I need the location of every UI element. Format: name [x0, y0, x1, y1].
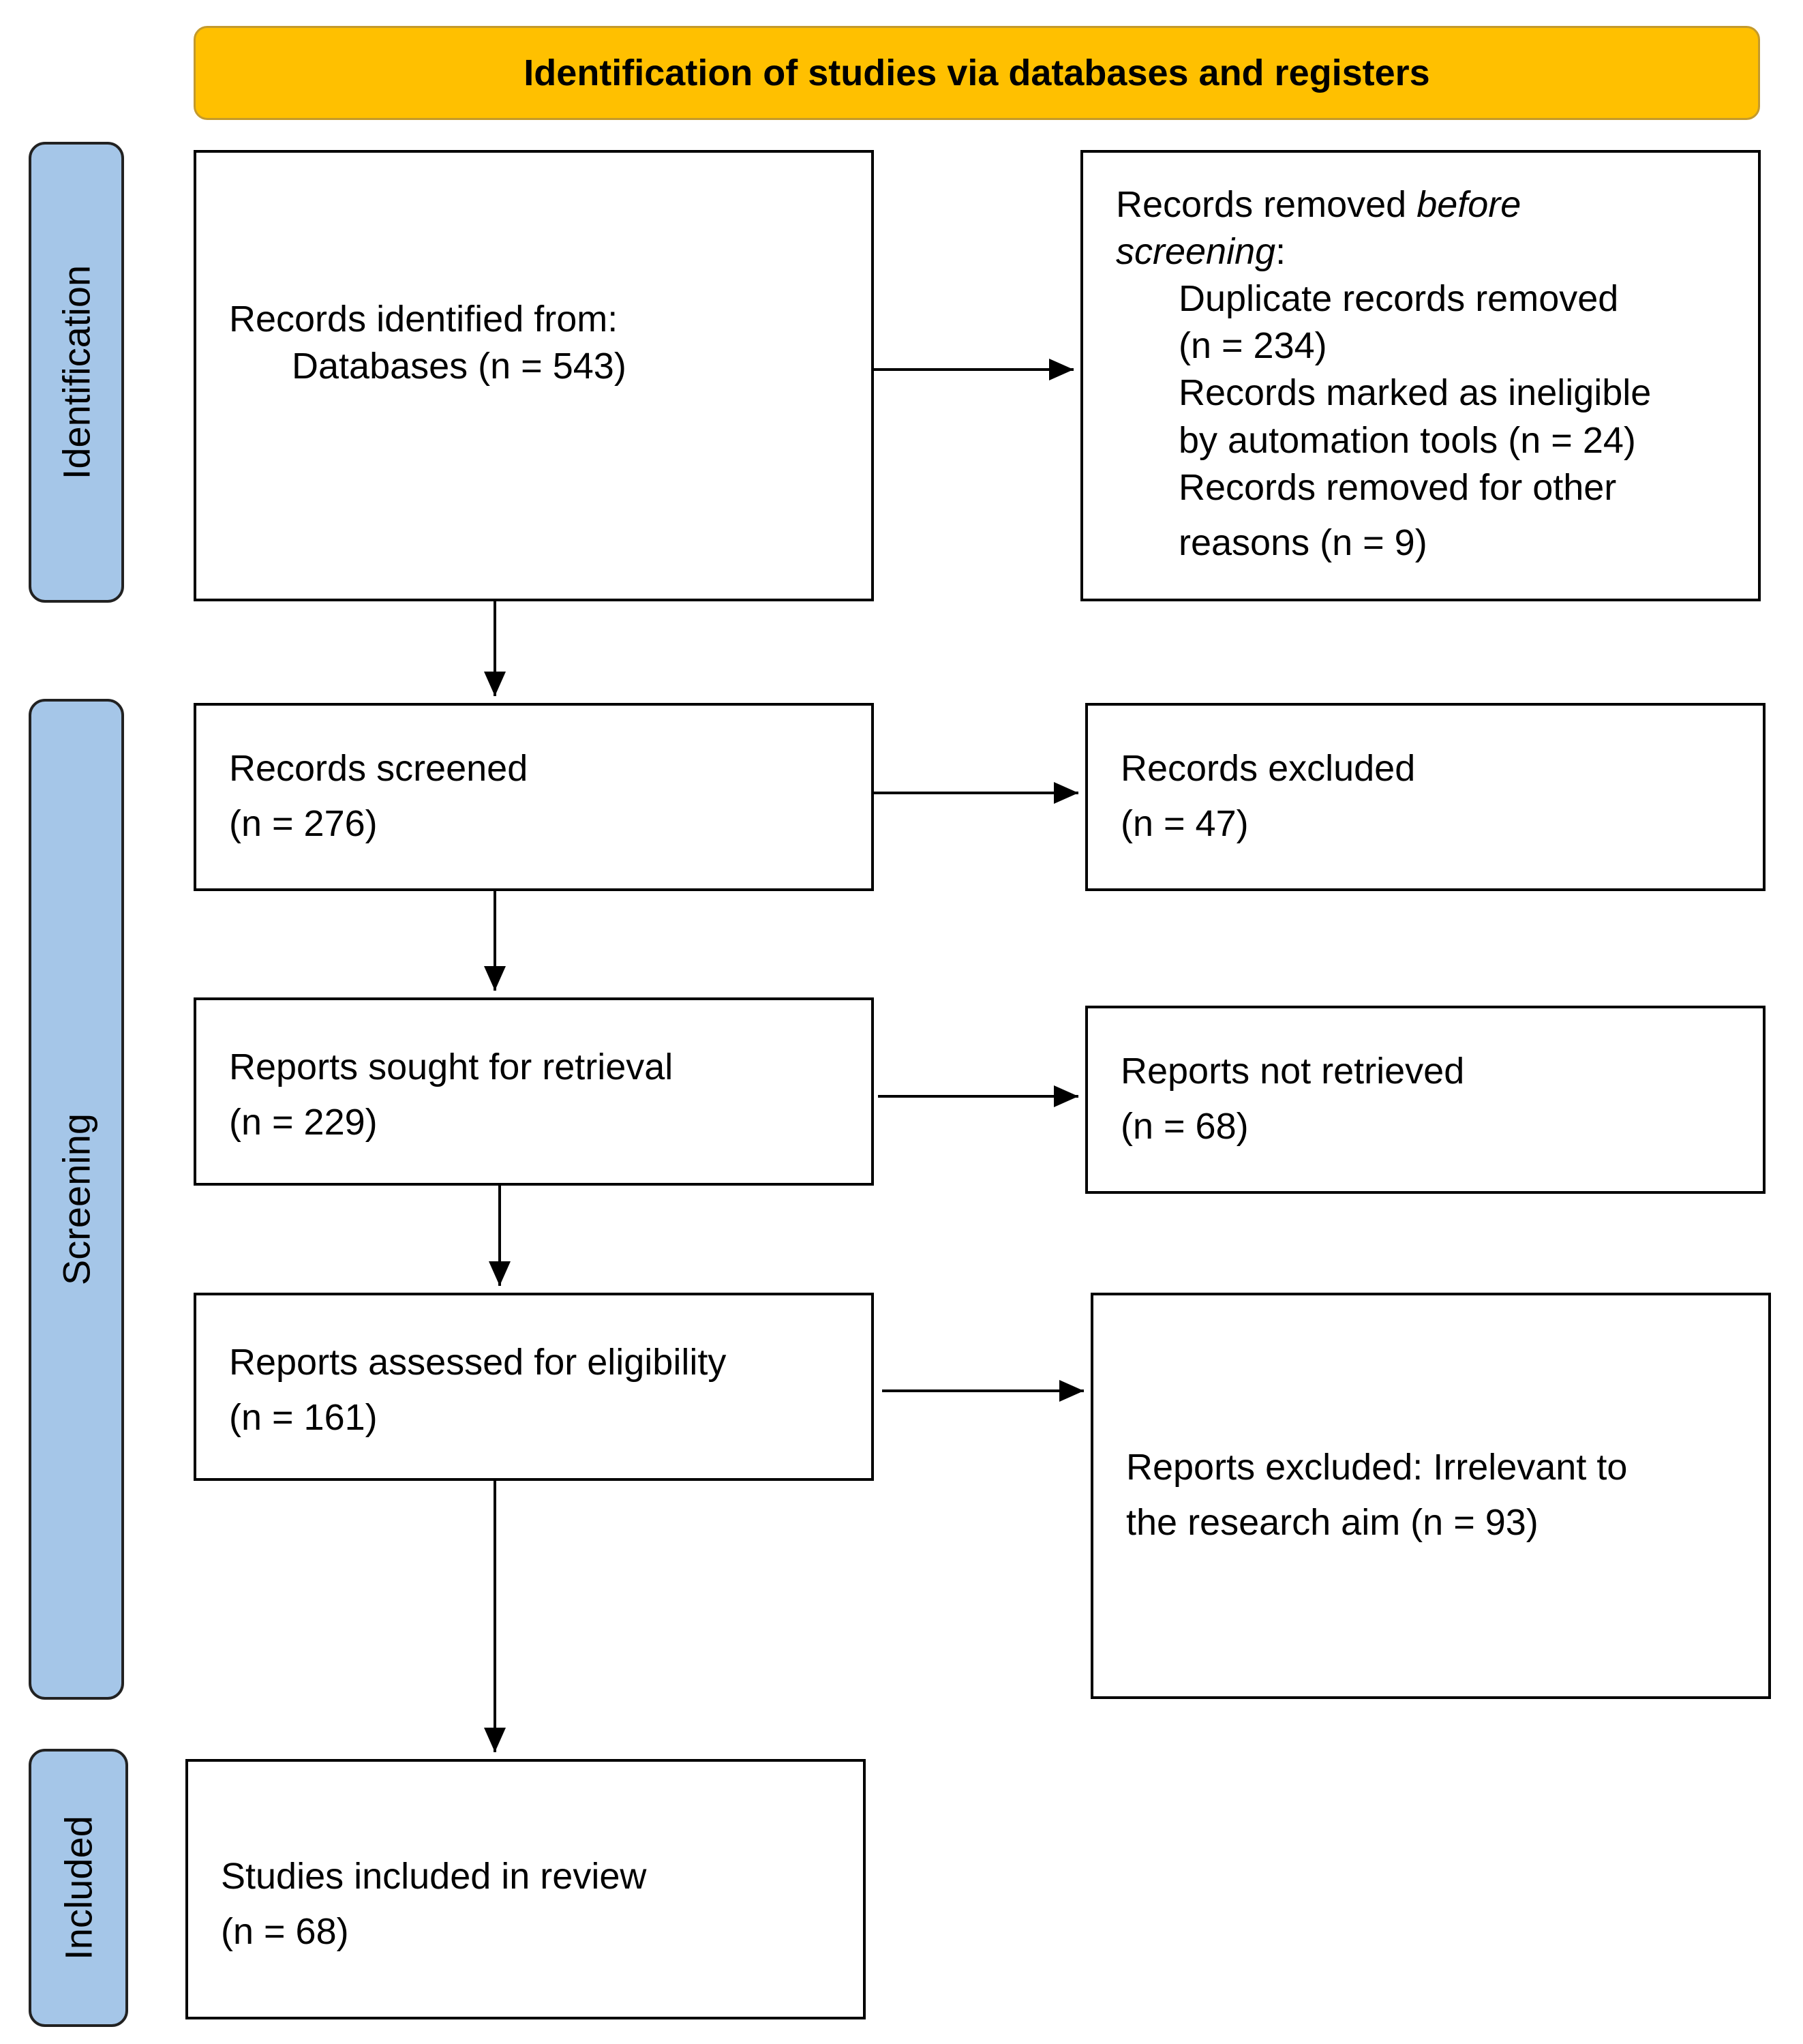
- reports-not-retrieved-count: (n = 68): [1121, 1106, 1249, 1147]
- records-removed-heading: Records removed before: [1116, 184, 1521, 225]
- records-identified-box: Records identified from: Databases (n = …: [194, 150, 874, 601]
- ineligible-records-line1: Records marked as ineligible: [1179, 372, 1652, 414]
- phase-identification: Identification: [29, 142, 124, 603]
- other-removed-line2: reasons (n = 9): [1179, 522, 1427, 563]
- studies-included-label: Studies included in review: [221, 1856, 647, 1897]
- records-screened-label: Records screened: [229, 748, 528, 789]
- records-screened-count: (n = 276): [229, 803, 378, 845]
- reports-excluded-line1: Reports excluded: Irrelevant to: [1126, 1447, 1628, 1488]
- reports-sought-count: (n = 229): [229, 1102, 378, 1143]
- reports-assessed-count: (n = 161): [229, 1397, 378, 1439]
- reports-excluded-box: Reports excluded: Irrelevant to the rese…: [1091, 1293, 1771, 1699]
- duplicate-records-line2: (n = 234): [1179, 325, 1327, 367]
- records-screened-box: Records screened (n = 276): [194, 703, 874, 891]
- other-removed-line1: Records removed for other: [1179, 466, 1617, 508]
- phase-screening: Screening: [29, 699, 124, 1700]
- banner-title: Identification of studies via databases …: [524, 52, 1430, 93]
- reports-assessed-label: Reports assessed for eligibility: [229, 1342, 727, 1383]
- reports-sought-label: Reports sought for retrieval: [229, 1047, 673, 1087]
- phase-included: Included: [29, 1749, 128, 2027]
- reports-excluded-line2: the research aim (n = 93): [1126, 1502, 1539, 1544]
- studies-included-count: (n = 68): [221, 1911, 349, 1953]
- records-excluded-label: Records excluded: [1121, 748, 1416, 789]
- duplicate-records-line1: Duplicate records removed: [1179, 278, 1619, 320]
- records-identified-heading: Records identified from:: [229, 299, 618, 340]
- records-excluded-count: (n = 47): [1121, 803, 1249, 845]
- studies-included-box: Studies included in review (n = 68): [185, 1759, 866, 2019]
- reports-sought-box: Reports sought for retrieval (n = 229): [194, 997, 874, 1186]
- reports-not-retrieved-box: Reports not retrieved (n = 68): [1085, 1006, 1766, 1194]
- records-identified-databases: Databases (n = 543): [292, 346, 626, 387]
- reports-not-retrieved-label: Reports not retrieved: [1121, 1051, 1465, 1092]
- records-removed-heading-cont: screening:: [1116, 231, 1286, 273]
- reports-assessed-box: Reports assessed for eligibility (n = 16…: [194, 1293, 874, 1481]
- records-excluded-box: Records excluded (n = 47): [1085, 703, 1766, 891]
- ineligible-records-line2: by automation tools (n = 24): [1179, 419, 1636, 461]
- identification-banner: Identification of studies via databases …: [194, 26, 1760, 120]
- records-removed-box: Records removed before screening: Duplic…: [1080, 150, 1761, 601]
